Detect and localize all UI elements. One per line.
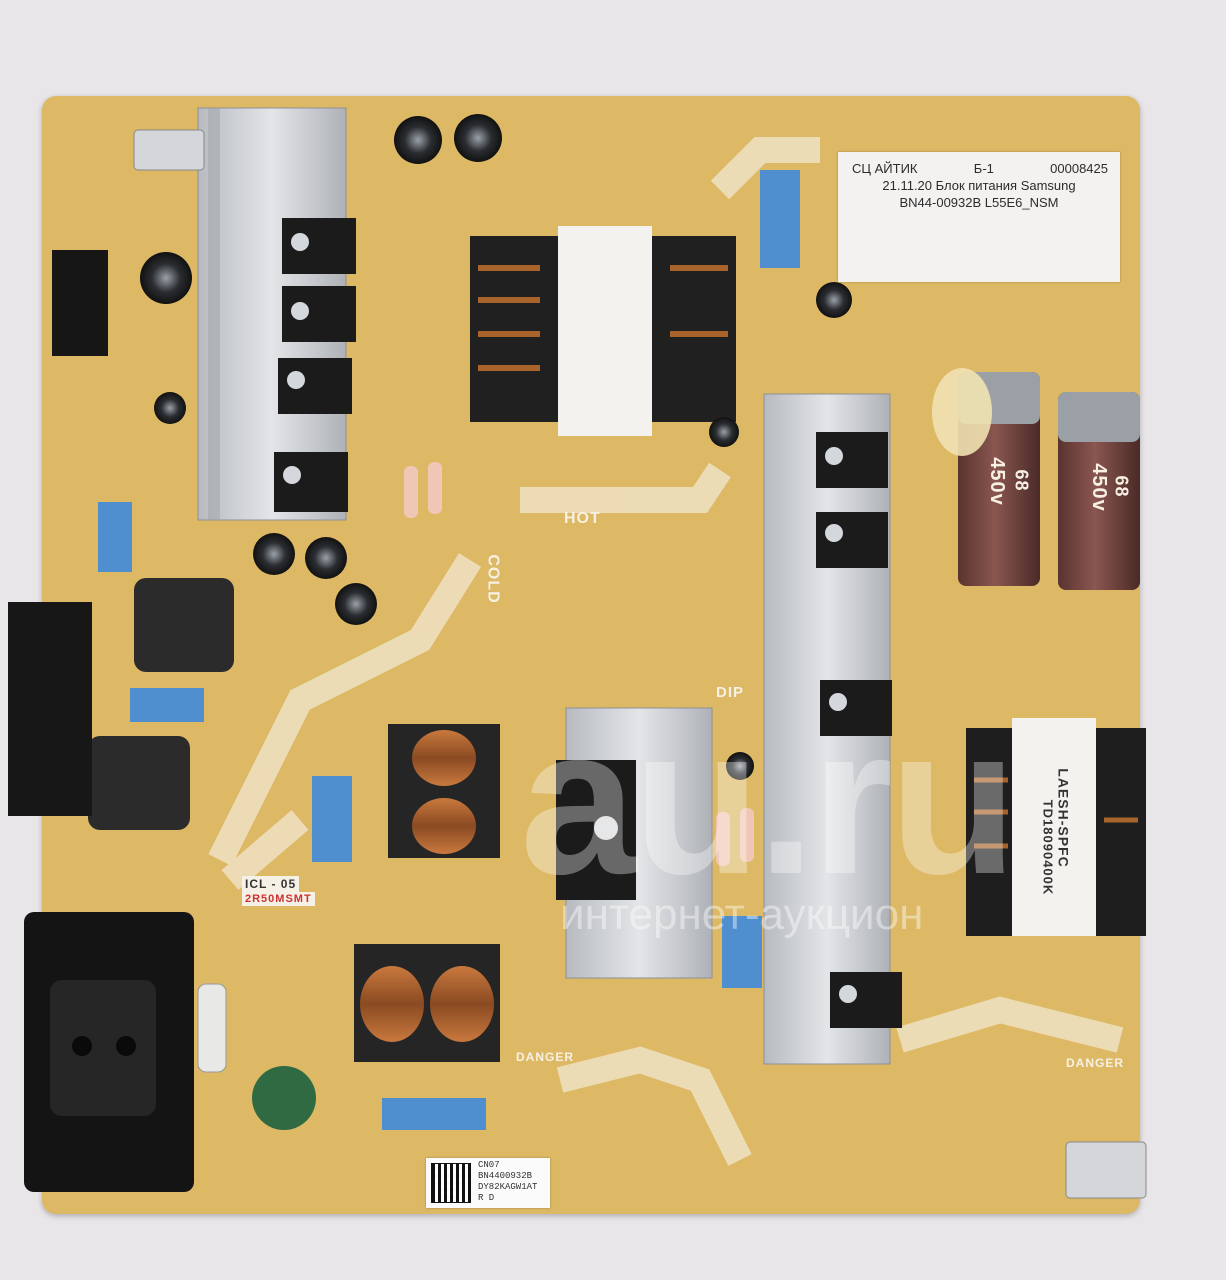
icl-label: ICL - 05: [242, 876, 300, 892]
emi-chokes: [354, 724, 500, 1062]
resistors: [404, 462, 754, 866]
watermark-tagline: интернет-аукцион: [560, 890, 924, 939]
board-sticker: CN07 BN4400932B DY82KAGW1AT R D: [426, 1158, 550, 1208]
fuse: [197, 983, 227, 1073]
capacitor-value-1: 68: [1011, 469, 1032, 492]
connector-upper: [52, 250, 108, 356]
varistor: [252, 1066, 316, 1130]
watermark-brand: au.ru: [520, 683, 1017, 918]
icl-value: 2R50MSMT: [242, 892, 315, 906]
capacitor-value-2: 68: [1111, 475, 1132, 498]
silk-dip: DIP: [716, 684, 745, 701]
bulk-capacitors: [932, 368, 1140, 590]
main-transformer: [470, 226, 736, 436]
connector-main: [8, 602, 92, 816]
transistor-row-right: [816, 432, 902, 1028]
inventory-label: СЦ АЙТИК Б-1 00008425 21.11.20 Блок пита…: [838, 152, 1120, 282]
silk-danger-2: DANGER: [1066, 1056, 1125, 1070]
label-service-center: СЦ АЙТИК: [852, 161, 918, 176]
transformer-code: TD18090400K: [1040, 799, 1056, 896]
film-capacitors: [98, 170, 800, 1130]
label-model: BN44-00932B L55E6_NSM: [899, 195, 1059, 210]
sticker-line3: DY82KAGW1AT: [478, 1182, 538, 1192]
standby-transformer: [966, 718, 1146, 936]
capacitor-voltage-2: 450v: [1087, 463, 1110, 512]
transformer-marking: LAESH-SPFC: [1055, 768, 1072, 868]
clip-bottom: [1065, 1141, 1147, 1199]
sticker-line4: R D: [478, 1193, 495, 1203]
silk-cold: COLD: [484, 554, 502, 604]
silk-danger-1: DANGER: [516, 1050, 575, 1064]
electrolytic-capacitors: [140, 114, 852, 780]
label-code: Б-1: [973, 161, 994, 176]
qr-code-icon: [431, 1163, 471, 1203]
silk-hot: HOT: [564, 510, 601, 527]
transistor-row-left: [274, 218, 356, 512]
silkscreen-traces: [208, 137, 1124, 1166]
clip-top: [133, 129, 205, 171]
inductor-lower: [88, 736, 190, 830]
capacitor-voltage-1: 450v: [985, 457, 1008, 506]
sticker-line2: BN4400932B: [478, 1171, 533, 1181]
label-description: 21.11.20 Блок питания Samsung: [882, 178, 1076, 193]
label-number: 00008425: [1050, 161, 1108, 176]
sticker-line1: CN07: [478, 1160, 500, 1170]
inductor-upper: [134, 578, 234, 672]
